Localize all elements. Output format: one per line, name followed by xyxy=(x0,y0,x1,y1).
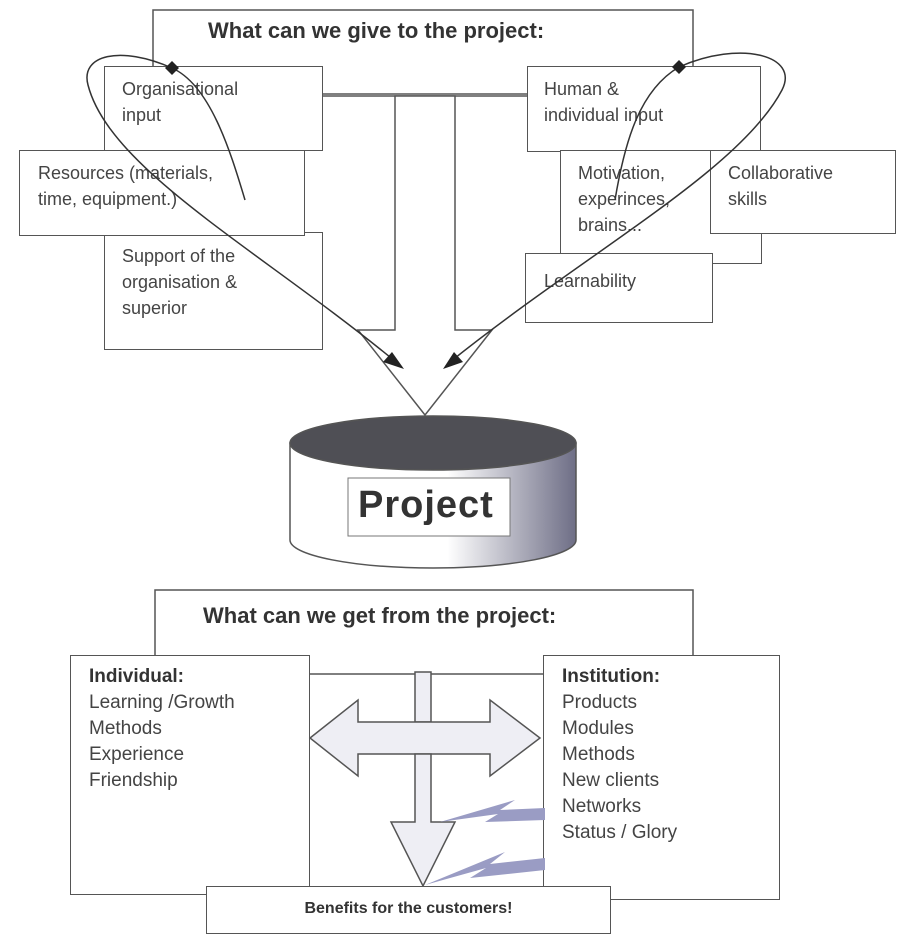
list-item: Status / Glory xyxy=(562,822,678,843)
list-item: Products xyxy=(562,692,637,713)
institution-heading: Institution: xyxy=(562,666,661,687)
collaborative-label: Collaborative skills xyxy=(728,163,834,209)
resources-label: Resources (materials, time, equipment.) xyxy=(38,163,214,209)
list-item: Networks xyxy=(562,796,642,817)
list-item: Experience xyxy=(89,744,185,765)
support-label: Support of the organisation & superior xyxy=(122,246,238,318)
institution-box xyxy=(543,655,780,900)
down-arrow-to-project xyxy=(356,95,494,417)
list-item: New clients xyxy=(562,770,660,791)
benefits-box xyxy=(206,886,611,934)
list-item: Methods xyxy=(562,744,635,765)
motivation-label: Motivation, experinces, brains... xyxy=(578,163,671,235)
individual-box xyxy=(70,655,310,895)
learnability-label: Learnability xyxy=(544,271,637,291)
individual-heading: Individual: xyxy=(89,666,184,687)
list-item: Modules xyxy=(562,718,634,739)
get-title: What can we get from the project: xyxy=(203,603,557,628)
list-item: Friendship xyxy=(89,770,178,791)
institution-list: Institution: Products Modules Methods Ne… xyxy=(562,664,677,846)
human-input-label: Human & individual input xyxy=(544,79,664,125)
individual-list: Individual: Learning /Growth Methods Exp… xyxy=(89,664,235,794)
benefits-label: Benefits for the customers! xyxy=(304,900,513,917)
organisational-input-label: Organisational input xyxy=(122,79,239,125)
list-item: Learning /Growth xyxy=(89,692,235,713)
give-title: What can we give to the project: xyxy=(208,18,545,43)
list-item: Methods xyxy=(89,718,162,739)
project-label: Project xyxy=(358,484,494,526)
